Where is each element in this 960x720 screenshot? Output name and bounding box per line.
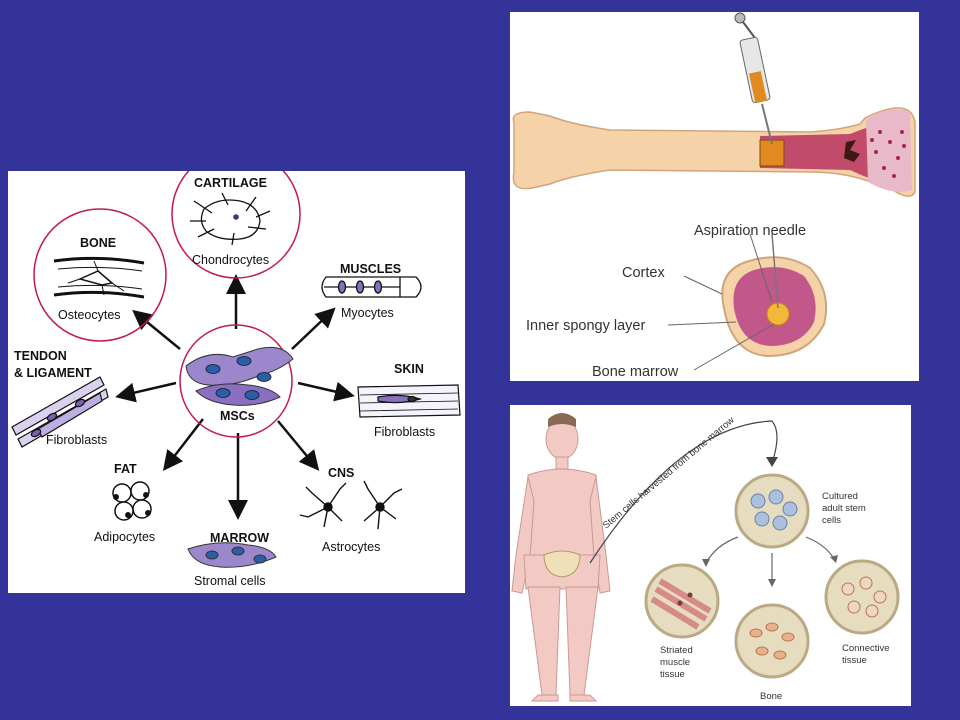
cultured-label-line2: adult stem (822, 503, 866, 514)
msc-center-label: MSCs (220, 409, 255, 423)
cns-title: CNS (328, 466, 354, 480)
connective-tissue-dish (824, 559, 900, 635)
long-bone-illustration (512, 107, 916, 197)
bone-tissue-dish (734, 603, 810, 679)
muscle-label-line2: muscle (660, 657, 690, 668)
muscles-title: MUSCLES (340, 262, 401, 276)
fat-title: FAT (114, 462, 137, 476)
bone-node: BONE Osteocytes (33, 208, 167, 342)
bone-cell-label: Osteocytes (58, 308, 121, 322)
tendon-title-line2: & LIGAMENT (14, 366, 92, 380)
connective-label-line1: Connective (842, 643, 890, 654)
adipocyte-cell-icon (112, 481, 152, 521)
bone-dish-label: Bone (760, 691, 782, 702)
cns-node: CNS Astrocytes (299, 466, 403, 554)
muscles-cell-label: Myocytes (341, 306, 394, 320)
skin-cell-label: Fibroblasts (374, 425, 435, 439)
marrow-node: MARROW Stromal cells (187, 531, 277, 588)
astrocyte-cell-icon (299, 480, 403, 530)
fat-node: FAT Adipocytes (94, 462, 155, 544)
tendon-fibroblast-icon (11, 376, 109, 448)
tendon-ligament-node: TENDON & LIGAMENT Fibroblasts (11, 349, 109, 448)
skin-fibroblast-icon (357, 384, 461, 418)
leader-lines (667, 233, 775, 371)
human-figure-illustration (511, 413, 611, 702)
muscles-node: MUSCLES Myocytes (321, 262, 422, 320)
bone-cross-section (721, 233, 828, 358)
muscle-label-line3: tissue (660, 669, 685, 680)
cns-cell-label: Astrocytes (322, 540, 380, 554)
cartilage-cell-label: Chondrocytes (192, 253, 269, 267)
bone-title: BONE (80, 236, 116, 250)
skin-node: SKIN Fibroblasts (357, 362, 461, 439)
muscle-tissue-dish (644, 563, 720, 639)
syringe-icon (734, 12, 773, 145)
chondrocyte-cell-icon (190, 192, 271, 246)
bone-marrow-label: Bone marrow (592, 364, 679, 380)
osteocyte-cell-icon (53, 256, 145, 299)
muscle-label-line1: Striated (660, 645, 693, 656)
marrow-title: MARROW (210, 531, 269, 545)
harvest-arc-label: Stem cells harvested from bone marrow (601, 415, 737, 531)
cultured-label-line1: Cultured (822, 491, 858, 502)
tendon-title-line1: TENDON (14, 349, 67, 363)
stromal-cell-icon (187, 542, 277, 568)
cultured-label-line3: cells (822, 515, 841, 526)
skin-title: SKIN (394, 362, 424, 376)
msc-center-node: MSCs (179, 324, 294, 438)
cartilage-node: CARTILAGE Chondrocytes (171, 171, 301, 279)
marrow-cell-label: Stromal cells (194, 574, 266, 588)
spongy-layer-label: Inner spongy layer (526, 318, 645, 334)
cultured-cells-dish (734, 473, 810, 549)
aspiration-needle-label: Aspiration needle (694, 223, 806, 239)
msc-differentiation-diagram: MSCs CARTILAGE Chondrocytes BONE (8, 171, 465, 593)
harvest-arc-arrow (589, 420, 778, 564)
tendon-cell-label: Fibroblasts (46, 433, 107, 447)
cortex-label: Cortex (622, 265, 665, 281)
connective-label-line2: tissue (842, 655, 867, 666)
fat-cell-label: Adipocytes (94, 530, 155, 544)
stem-cell-harvest-diagram: Stem cells harvested from bone marrow Cu… (510, 405, 911, 706)
differentiation-arrows (115, 274, 355, 520)
cartilage-title: CARTILAGE (194, 176, 267, 190)
bone-marrow-aspiration-diagram: Aspiration needle Cortex Inner spongy la… (510, 12, 919, 381)
myocyte-cell-icon (321, 276, 422, 298)
